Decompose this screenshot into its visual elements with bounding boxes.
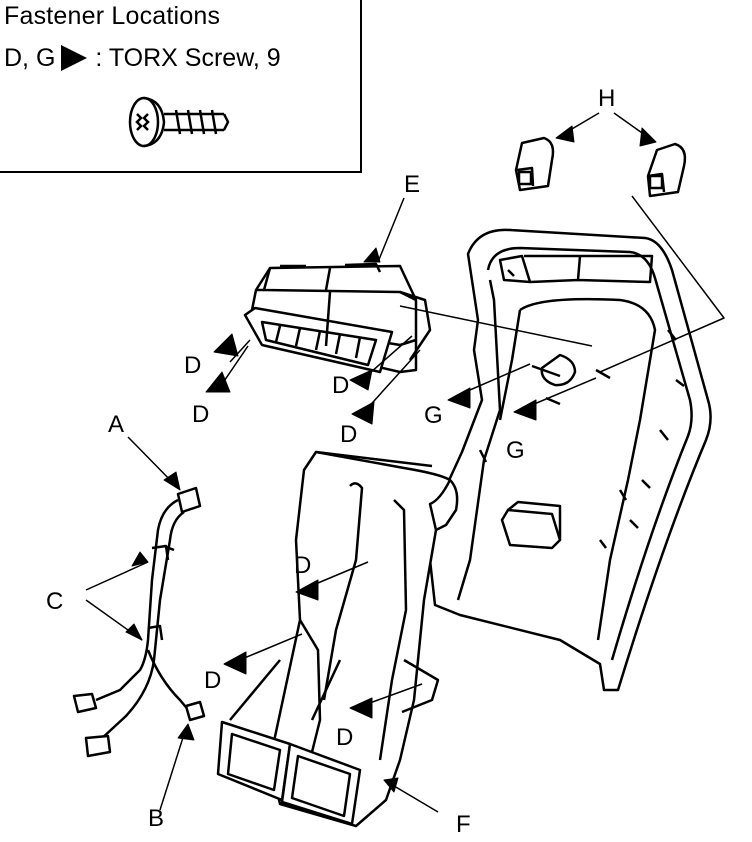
- label-d-6: D: [204, 667, 221, 694]
- label-d-1: D: [184, 352, 201, 379]
- part-h-clips: [514, 136, 687, 198]
- leader-lines: [85, 112, 725, 813]
- legend-fastener-desc: : TORX Screw, 9: [95, 44, 281, 72]
- label-d-5: D: [294, 552, 311, 579]
- label-e: E: [404, 171, 420, 198]
- legend-title: Fastener Locations: [4, 2, 221, 30]
- part-f-duct: [216, 450, 459, 828]
- label-c: C: [46, 588, 63, 615]
- label-g-2: G: [506, 437, 525, 464]
- fastener-markers: [125, 125, 657, 793]
- label-d-7: D: [336, 724, 353, 751]
- callout-labels: E H D D D D G G A C D D D B F: [46, 85, 615, 838]
- label-b: B: [148, 805, 164, 832]
- fastener-legend: Fastener Locations D, G : TORX Screw, 9: [0, 0, 362, 173]
- torx-screw-icon: [128, 96, 230, 148]
- seat-back-panel: [428, 228, 712, 692]
- label-d-2: D: [192, 401, 209, 428]
- label-f: F: [456, 811, 471, 838]
- label-h: H: [598, 85, 615, 112]
- wire-harness: [72, 486, 206, 758]
- label-d-3: D: [332, 372, 349, 399]
- arrowhead-marker-icon: [61, 45, 88, 71]
- label-d-4: D: [340, 421, 357, 448]
- legend-fastener-letters: D, G: [4, 44, 56, 72]
- label-g-1: G: [424, 402, 443, 429]
- label-a: A: [108, 411, 124, 438]
- part-e-vent: [243, 262, 432, 374]
- legend-fastener-line: D, G : TORX Screw, 9: [4, 44, 281, 73]
